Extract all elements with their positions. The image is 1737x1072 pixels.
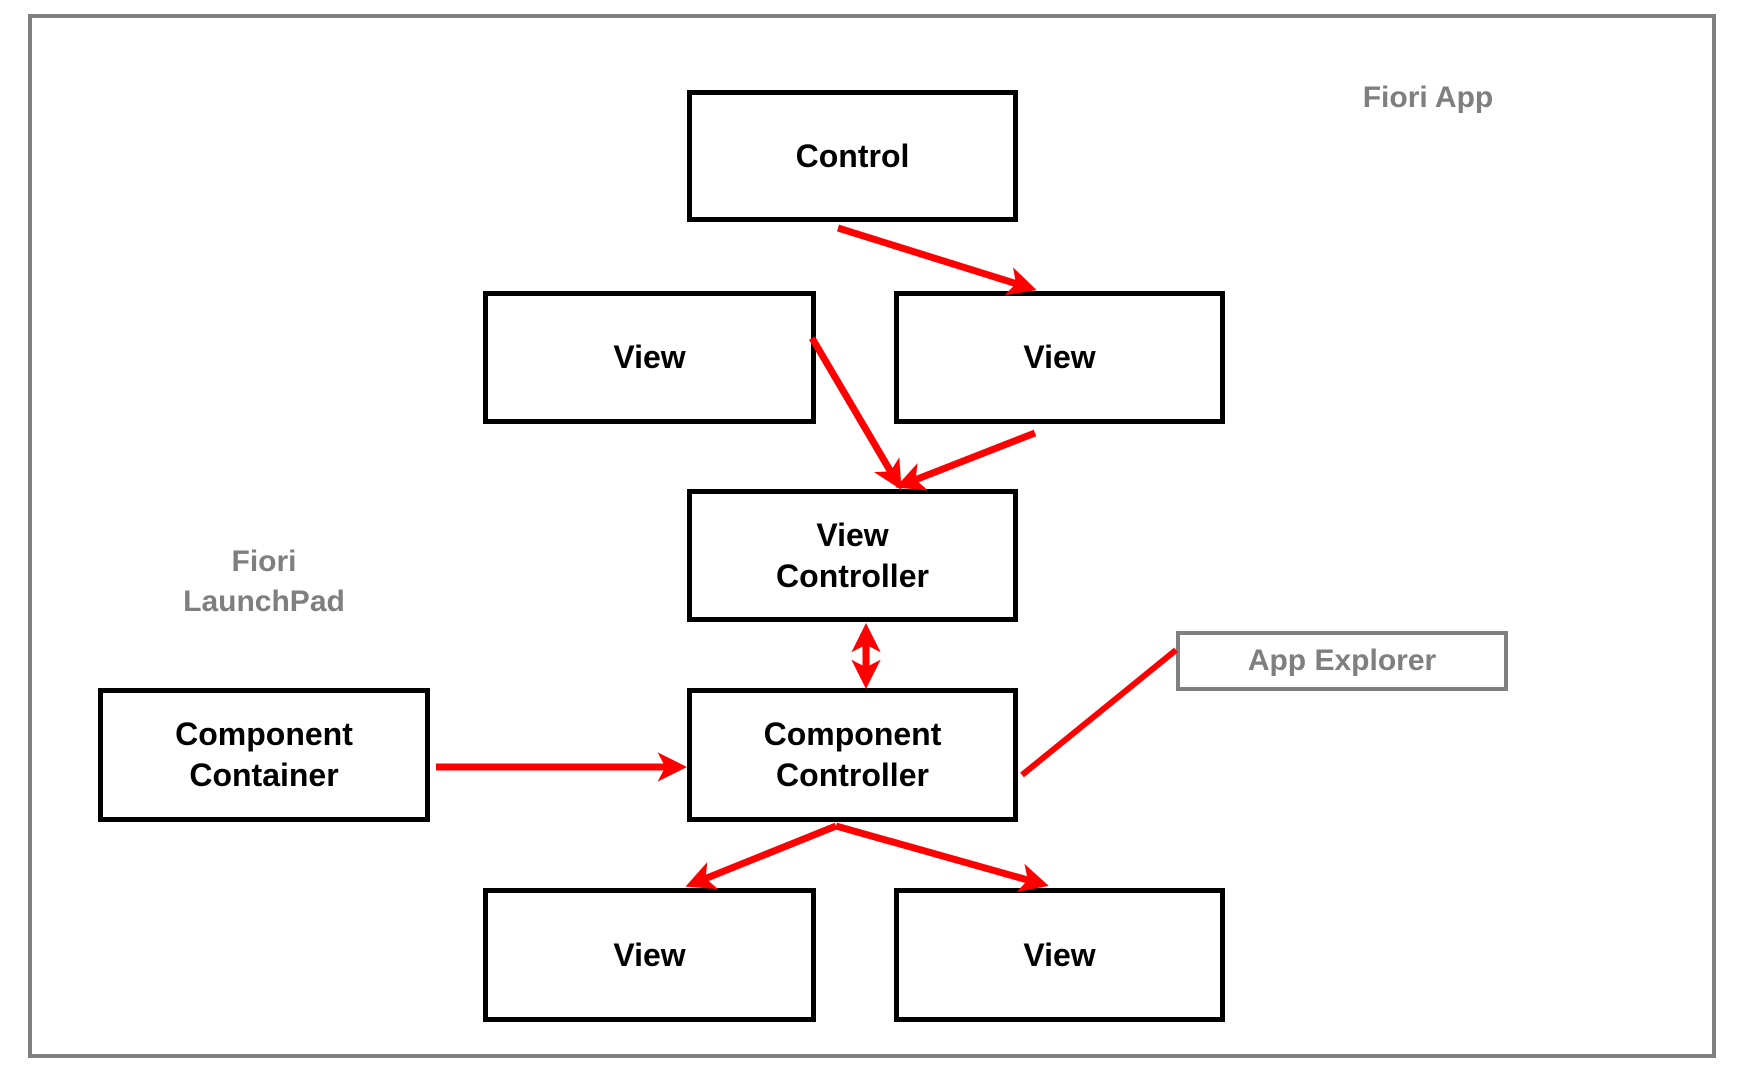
label-fiori-app: Fiori App [1362,81,1494,114]
node-component-container[interactable]: Component Container [98,688,430,822]
label-app-explorer-text: App Explorer [1247,644,1437,677]
node-control[interactable]: Control [687,90,1018,222]
node-view-top-right[interactable]: View [894,291,1225,424]
node-control-label: Control [795,137,910,174]
node-view-top-left[interactable]: View [483,291,816,424]
node-view-bottom-right-label: View [1023,936,1096,973]
node-view-top-right-label: View [1023,339,1096,376]
label-fiori-launchpad: Fiori LaunchPad [183,545,345,618]
fiori-app-frame [28,14,1716,1058]
node-view-bottom-left-label: View [613,936,686,973]
node-component-controller-label: Component Controller [763,716,942,793]
node-view-controller[interactable]: View Controller [687,489,1018,622]
label-app-explorer[interactable]: App Explorer [1176,631,1508,691]
node-view-controller-label: View Controller [776,516,929,594]
node-view-bottom-left[interactable]: View [483,888,816,1022]
node-view-top-left-label: View [613,339,686,376]
node-component-container-label: Component Container [175,716,353,793]
node-component-controller[interactable]: Component Controller [687,688,1018,822]
node-view-bottom-right[interactable]: View [894,888,1225,1022]
